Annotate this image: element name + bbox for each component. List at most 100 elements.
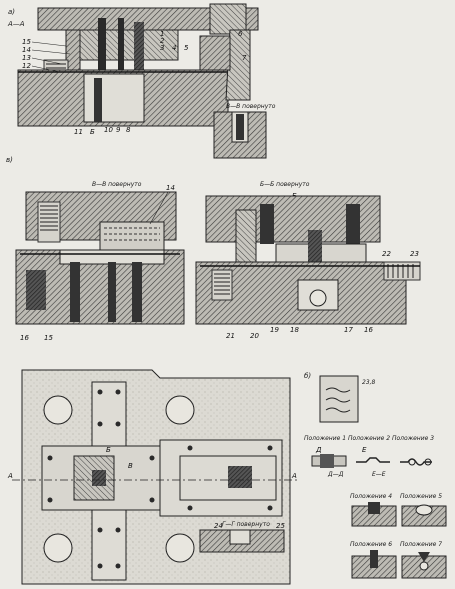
plan-view: А А Б В Г—Г повернуто 24 25	[7, 369, 298, 585]
punch-holder	[77, 29, 179, 61]
callout-19-mr: 19	[270, 326, 279, 334]
bb-section-label: Б—Б повернуто	[260, 181, 310, 188]
pin-ml-2	[108, 262, 116, 322]
section-aa-label: А—А	[7, 20, 25, 28]
callout-6: 6	[238, 30, 243, 38]
callout-8: 8	[126, 126, 131, 134]
blank-marks	[325, 387, 351, 413]
block-ml	[26, 270, 46, 310]
right-extension-plate	[159, 439, 283, 517]
callout-4: 4	[172, 44, 176, 52]
marker-d: Д	[315, 446, 322, 454]
callout-14-ml: 14	[166, 184, 175, 192]
pin-mr-1	[260, 204, 274, 244]
mid-right-section: Б—Б повернуто Б 22 23 21 20 19 18 17 16	[195, 181, 421, 340]
spring-mr-left	[211, 269, 233, 301]
punch-2	[118, 18, 124, 74]
ball-mr	[309, 289, 327, 307]
pin-ml-1	[70, 262, 80, 322]
strip-blank	[319, 375, 359, 423]
callout-1: 1	[160, 30, 164, 38]
callout-22-mr: 22	[382, 250, 391, 258]
gg-rotated-label: Г—Г повернуто	[222, 521, 270, 528]
strip-guide-ml	[99, 221, 165, 251]
callout-11: 11	[74, 128, 83, 136]
marker-e: Е	[362, 446, 367, 454]
fig-a-label: а)	[8, 8, 15, 16]
center-die	[92, 470, 106, 486]
right-bracket	[225, 29, 251, 101]
positions-panel: б) 23,8 Положение 1 Положение 2 Положени…	[304, 372, 447, 579]
position-7-shape	[401, 552, 447, 579]
strip-dimension: 23,8	[362, 379, 376, 386]
position-4-label: Положение 4	[350, 493, 392, 500]
leader-14-ml	[149, 191, 169, 225]
callout-5: 5	[184, 44, 189, 52]
guide-hole-bl	[43, 533, 73, 563]
punch-1	[98, 18, 106, 74]
callout-3: 3	[160, 44, 164, 52]
ejector-pin	[94, 78, 102, 122]
position-6-label: Положение 6	[350, 541, 392, 548]
upper-right-block	[209, 3, 247, 35]
guide-hole-tr	[165, 395, 195, 425]
cut-dd-label: Д—Д	[327, 471, 344, 478]
spring-coils-ml	[40, 205, 58, 231]
guide-hole-tl	[43, 395, 73, 425]
position-3-shape	[400, 458, 432, 466]
bolts	[47, 389, 273, 569]
callout-16-mr: 16	[364, 326, 373, 334]
callout-20-mr: 20	[250, 332, 259, 340]
punch-3	[134, 22, 144, 72]
callout-10: 10	[104, 126, 113, 134]
arrow-a-right: А	[291, 472, 297, 480]
callout-25: 25	[276, 522, 285, 530]
right-die-block	[228, 466, 252, 488]
cut-ee-label: Е—Е	[372, 471, 386, 478]
callout-21-mr: 21	[226, 332, 235, 340]
callout-12: 12	[22, 62, 31, 70]
position-4-shape	[351, 502, 397, 527]
small-section-vv	[213, 111, 267, 159]
position-6-shape	[351, 550, 397, 579]
arrow-a-left: А	[7, 472, 13, 480]
pin-mr-2	[346, 204, 360, 244]
right-block	[199, 35, 231, 71]
marker-b-plan: Б	[106, 446, 111, 454]
position-1-shape: Д	[311, 446, 347, 468]
position-2-label: Положение 2	[348, 435, 390, 442]
guide-hole-br	[165, 533, 195, 563]
position-7-label: Положение 7	[400, 541, 442, 548]
callout-23-mr: 23	[410, 250, 419, 258]
position-3-label: Положение 3	[392, 435, 434, 442]
callout-24: 24	[214, 522, 223, 530]
position-1-label: Положение 1	[304, 435, 346, 442]
vv-rotated-label-top: В—В повернуто	[226, 103, 276, 110]
callout-7: 7	[242, 54, 247, 62]
fig-b-label: б)	[304, 372, 311, 380]
right-slot	[179, 455, 277, 501]
callout-15: 15	[22, 38, 31, 46]
callout-2: 2	[160, 37, 165, 45]
callout-15-ml: 15	[44, 334, 53, 342]
marker-b-top: Б	[90, 128, 95, 136]
die-top-ml	[59, 249, 165, 265]
callout-18-mr: 18	[290, 326, 299, 334]
position-5-label: Положение 5	[400, 493, 442, 500]
position-2-shape: Е	[356, 446, 390, 463]
pin-ml-3	[132, 262, 142, 322]
position-5-shape	[401, 504, 447, 527]
section-gg-cavity	[229, 529, 251, 545]
callout-16-ml: 16	[20, 334, 29, 342]
die-cavity	[83, 73, 145, 123]
callout-9: 9	[116, 126, 121, 134]
spring-mr-right	[383, 261, 421, 281]
top-section-view: а) А—А 15 14 13 12	[6, 3, 276, 164]
mid-left-section: В—В повернуто 14 16 15	[15, 181, 185, 342]
callout-14: 14	[22, 46, 31, 54]
leader-lines-left	[31, 41, 71, 73]
vv-section-label: В—В повернуто	[92, 181, 142, 188]
guide-lines-ml	[104, 227, 160, 241]
